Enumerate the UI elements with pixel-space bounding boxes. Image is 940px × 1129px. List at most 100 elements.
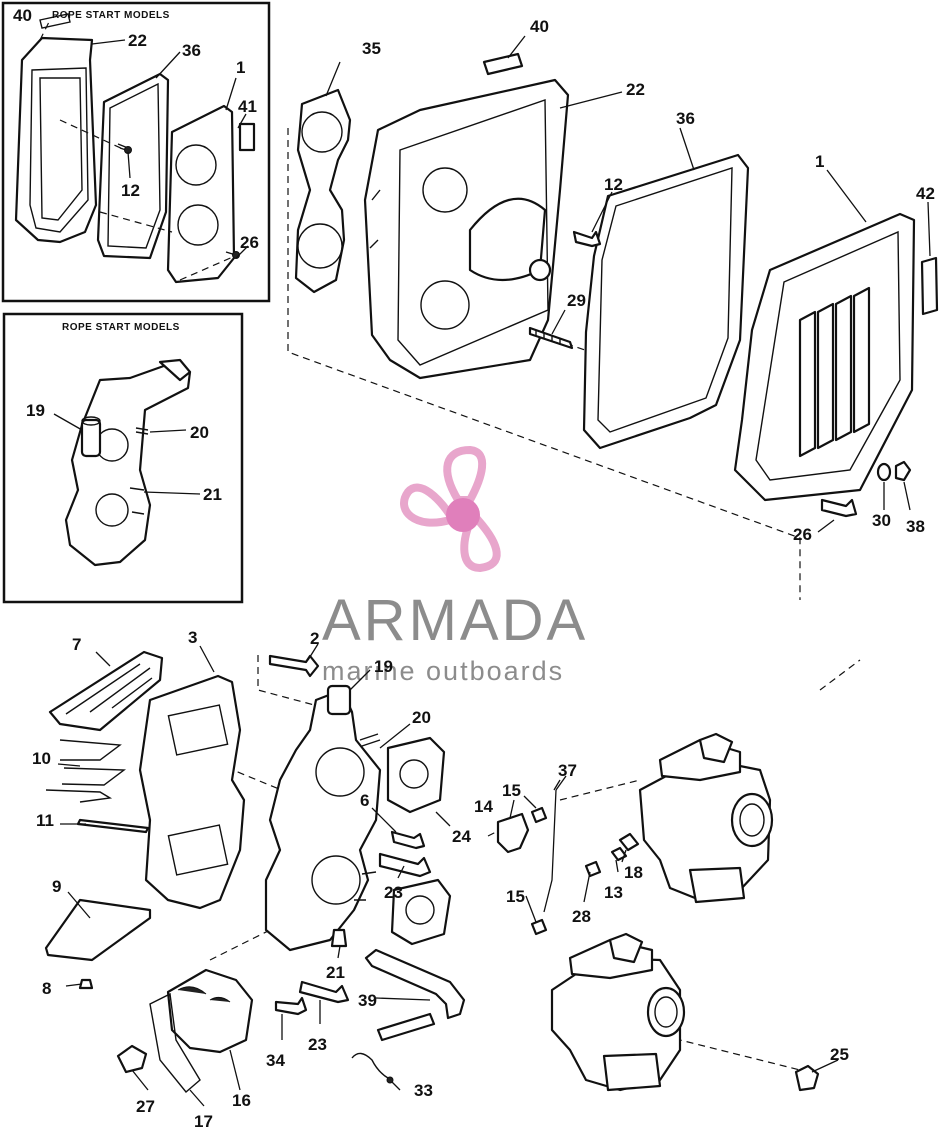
bolt-26 — [820, 498, 858, 518]
callout-41: 41 — [238, 97, 257, 116]
screw-8 — [78, 978, 94, 990]
callout-27: 27 — [136, 1097, 155, 1116]
callout-14: 14 — [474, 797, 493, 816]
callout-1: 1 — [236, 58, 245, 77]
inset-title: ROPE START MODELS — [62, 322, 180, 333]
carburetor-upper — [638, 732, 774, 904]
callout-20: 20 — [412, 708, 431, 727]
outer-cover-1 — [166, 104, 236, 284]
bolt-23 — [298, 980, 350, 1004]
callout-26: 26 — [793, 525, 812, 544]
callout-9: 9 — [52, 877, 61, 896]
callout-15: 15 — [506, 887, 525, 906]
callout-34: 34 — [266, 1051, 285, 1070]
nut-25 — [794, 1064, 820, 1092]
linkage-14 — [496, 812, 530, 854]
reed-block-7 — [48, 650, 164, 732]
washer-13 — [610, 846, 628, 862]
callout-19: 19 — [374, 657, 393, 676]
screw-28 — [584, 860, 602, 878]
bolt-12 — [572, 230, 602, 248]
reed-stop-11 — [76, 818, 150, 834]
callout-17: 17 — [194, 1112, 213, 1129]
propeller-logo — [400, 445, 501, 573]
callout-7: 7 — [72, 635, 81, 654]
callout-37: 37 — [558, 761, 577, 780]
choke-knob-19 — [80, 418, 102, 458]
throttle-cam-16 — [166, 968, 254, 1054]
callout-3: 3 — [188, 628, 197, 647]
callout-19: 19 — [26, 401, 45, 420]
callout-15: 15 — [502, 781, 521, 800]
lower-assembly: 7 3 2 19 20 10 11 9 8 6 24 23 21 14 15 3… — [32, 628, 861, 1129]
callout-42: 42 — [916, 184, 935, 203]
callout-28: 28 — [572, 907, 591, 926]
callout-39: 39 — [358, 991, 377, 1010]
callout-40: 40 — [530, 17, 549, 36]
fitting-21 — [330, 928, 348, 948]
screw-34 — [274, 996, 308, 1016]
decal-42 — [920, 256, 939, 316]
callout-6: 6 — [360, 791, 369, 810]
callout-23: 23 — [384, 883, 403, 902]
watermark-brand: ARMADA — [322, 588, 588, 653]
carb-gasket-24b — [390, 878, 452, 946]
gasket-36 — [582, 153, 750, 450]
carb-gasket-24a — [386, 736, 446, 814]
callout-21: 21 — [203, 485, 222, 504]
fuel-hose-39 — [364, 948, 466, 1020]
inset-rope-start-covers: ROPE START MODELS 40 22 36 1 41 12 26 — [1, 1, 271, 303]
callout-33: 33 — [414, 1081, 433, 1100]
bracket-17 — [149, 992, 201, 1093]
reed-plate-9 — [44, 898, 152, 962]
carburetor-lower — [550, 932, 686, 1092]
choke-knob-19 — [326, 684, 352, 716]
inset-title: ROPE START MODELS — [52, 10, 170, 21]
callout-22: 22 — [626, 80, 645, 99]
washer-30 — [876, 462, 892, 482]
callout-25: 25 — [830, 1045, 849, 1064]
clamp-33 — [351, 1052, 389, 1079]
gasket-3 — [138, 674, 246, 910]
callout-23: 23 — [308, 1035, 327, 1054]
ball-joint-15 — [530, 918, 548, 936]
callout-11: 11 — [36, 811, 54, 830]
exhaust-cover-22 — [363, 78, 570, 380]
fuel-hose-39 — [376, 1012, 436, 1042]
callout-36: 36 — [182, 41, 201, 60]
callout-12: 12 — [121, 181, 140, 200]
reed-petals-10 — [45, 739, 127, 803]
callout-26: 26 — [240, 233, 259, 252]
inset-rope-start-manifold: ROPE START MODELS 19 20 21 — [2, 312, 244, 604]
callout-8: 8 — [42, 979, 51, 998]
callout-38: 38 — [906, 517, 925, 536]
callout-12: 12 — [604, 175, 623, 194]
callout-22: 22 — [128, 31, 147, 50]
cooling-fins — [798, 286, 871, 458]
screw-6 — [390, 830, 426, 850]
choke-knob-27 — [116, 1044, 148, 1074]
decal-41 — [238, 122, 256, 152]
callout-40: 40 — [13, 6, 32, 25]
nut-38 — [894, 460, 912, 482]
callout-10: 10 — [32, 749, 51, 768]
intake-manifold — [264, 688, 382, 952]
callout-21: 21 — [326, 963, 345, 982]
callout-16: 16 — [232, 1091, 251, 1110]
upper-assembly: 35 40 22 36 12 1 42 29 26 30 38 — [287, 17, 939, 600]
watermark-tagline: marine outboards — [322, 656, 564, 686]
callout-2: 2 — [310, 629, 319, 648]
callout-1: 1 — [815, 152, 824, 171]
callout-30: 30 — [872, 511, 891, 530]
gasket-36 — [96, 72, 170, 260]
bolt-23 — [378, 852, 432, 878]
callout-29: 29 — [567, 291, 586, 310]
callout-35: 35 — [362, 39, 381, 58]
exhaust-cover-22 — [14, 36, 98, 244]
callout-20: 20 — [190, 423, 209, 442]
callout-18: 18 — [624, 863, 643, 882]
ball-joint-15 — [530, 806, 548, 824]
callout-13: 13 — [604, 883, 623, 902]
watermark: ARMADA marine outboards — [322, 445, 588, 686]
